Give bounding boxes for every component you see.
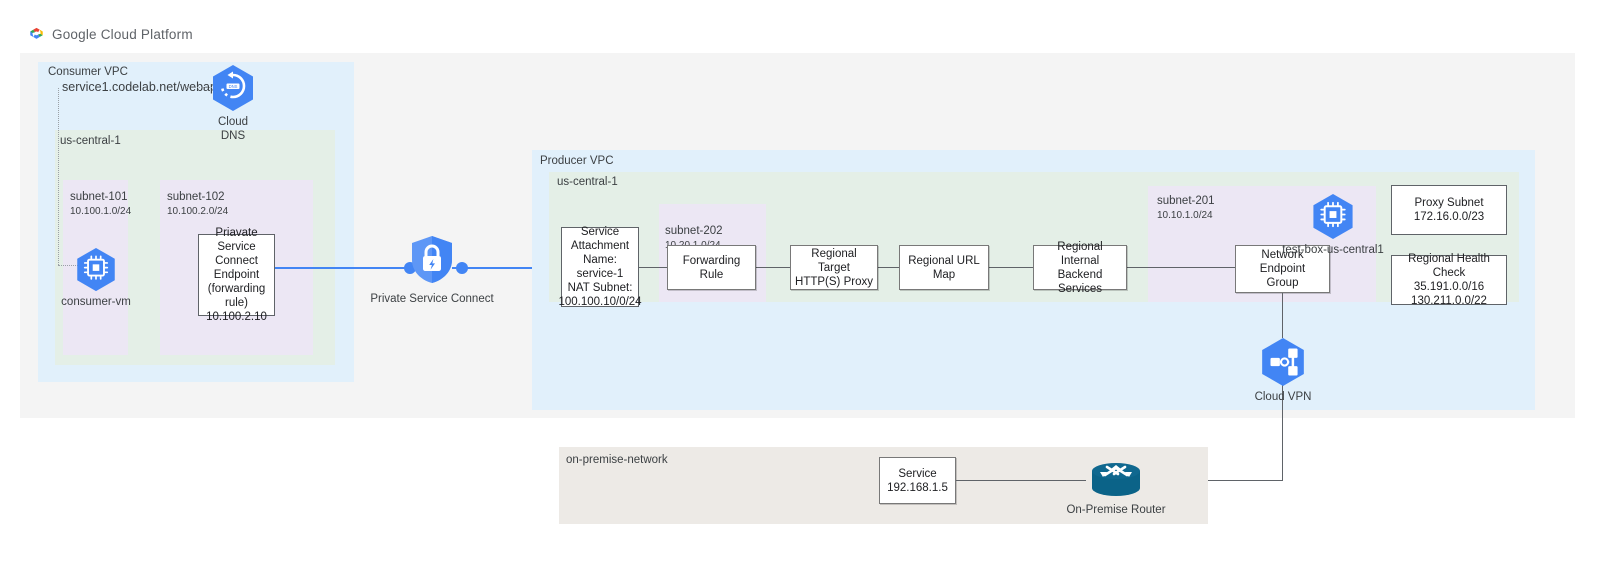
cloud-vpn-node[interactable]: Cloud VPN [1254, 337, 1312, 404]
neg-line1: Network Endpoint [1259, 249, 1306, 275]
subnet-102-label: subnet-102 10.100.2.0/24 [167, 190, 228, 219]
subnet-201-cidr: 10.10.1.0/24 [1157, 210, 1213, 221]
cloud-vpn-label: Cloud VPN [1254, 391, 1312, 403]
network-endpoint-group-box[interactable]: Network Endpoint Group [1235, 245, 1330, 293]
cloud-dns-label-line2: DNS [220, 130, 246, 142]
psc-endpoint-box[interactable]: Priavate Service Connect Endpoint (forwa… [198, 227, 275, 323]
brand-wordmark: Google Cloud Platform [52, 27, 193, 42]
on-premise-service-box[interactable]: Service 192.168.1.5 [879, 457, 956, 504]
consumer-vm-node[interactable]: consumer-vm [61, 247, 131, 309]
backend-services-line2: Backend Services [1057, 268, 1103, 295]
private-service-connect-label: Private Service Connect [370, 293, 494, 305]
dns-hostname-label: service1.codelab.net/webapp [62, 80, 224, 94]
psc-link-dot-right [456, 262, 468, 274]
subnet-101-cidr: 10.100.1.0/24 [70, 206, 132, 217]
producer-region-label: us-central-1 [557, 176, 618, 188]
brand-name-google: Google [52, 27, 97, 42]
proxy-subnet-line1: Proxy Subnet [1414, 197, 1484, 209]
subnet-201-name: subnet-201 [1157, 195, 1215, 207]
brand-name-rest: Cloud Platform [100, 27, 193, 42]
dns-dotted-link-to-vm [58, 265, 82, 266]
link-proxy-to-urlmap [877, 267, 900, 268]
health-check-line1: Regional Health Check [1408, 253, 1490, 279]
psc-endpoint-line1: Priavate Service [215, 227, 258, 253]
router-icon [1092, 463, 1140, 496]
test-box-vm-label: test-box-us-central1 [1282, 244, 1384, 256]
proxy-subnet-line2: 172.16.0.0/23 [1413, 211, 1485, 223]
forwarding-rule-box[interactable]: Forwarding Rule [667, 245, 756, 290]
cloud-dns-node[interactable]: DNS Cloud DNS [207, 64, 259, 143]
service-attachment-line4: NAT Subnet: [567, 282, 633, 294]
service-attachment-line5: 100.100.10/0/24 [558, 296, 642, 308]
cloud-dns-label: Cloud DNS [218, 115, 248, 143]
dns-dotted-link-top [186, 87, 218, 88]
psc-link-left [275, 267, 410, 269]
compute-engine-vm-icon [1313, 193, 1353, 240]
onprem-service-line2: 192.168.1.5 [887, 481, 948, 494]
on-premise-network-label: on-premise-network [566, 454, 668, 466]
health-check-line3: 130.211.0.0/22 [1411, 295, 1487, 307]
neg-line2: Group [1266, 277, 1299, 289]
psc-endpoint-line4: 10.100.2.10 [206, 311, 267, 323]
subnet-201-label: subnet-201 10.10.1.0/24 [1157, 194, 1215, 223]
service-attachment-box[interactable]: Service Attachment Name: service-1 NAT S… [558, 226, 642, 308]
proxy-subnet-box[interactable]: Proxy Subnet 172.16.0.0/23 [1391, 185, 1507, 235]
health-check-line2: 35.191.0.0/16 [1413, 281, 1485, 293]
consumer-region-label: us-central-1 [60, 135, 121, 147]
compute-engine-vm-icon [77, 247, 115, 292]
regional-url-map-box[interactable]: Regional URL Map [899, 245, 989, 290]
subnet-101-label: subnet-101 10.100.1.0/24 [70, 190, 131, 219]
link-neg-to-vpn [1282, 293, 1283, 338]
producer-vpc-label: Producer VPC [540, 155, 614, 167]
regional-backend-services-box[interactable]: Regional Internal Backend Services [1033, 241, 1127, 295]
psc-link-right [452, 267, 562, 269]
link-vpn-to-router [1282, 385, 1283, 480]
private-service-connect-node[interactable]: Private Service Connect [370, 234, 494, 306]
psc-endpoint-line3: (forwarding rule) [207, 283, 266, 309]
psc-endpoint-line2: Connect Endpoint [213, 255, 260, 281]
backend-services-line1: Regional Internal [1057, 240, 1103, 267]
onprem-service-line1: Service [898, 467, 937, 480]
private-service-connect-icon [412, 236, 452, 283]
link-fr-to-proxy [756, 267, 791, 268]
subnet-101-name: subnet-101 [70, 191, 128, 203]
consumer-vpc-label: Consumer VPC [48, 66, 128, 78]
target-proxy-line1: Regional Target [811, 247, 857, 274]
link-service-to-router [956, 480, 1086, 481]
subnet-202-name: subnet-202 [665, 225, 723, 237]
regional-health-check-box[interactable]: Regional Health Check 35.191.0.0/16 130.… [1391, 253, 1507, 307]
cloud-vpn-icon [1262, 338, 1304, 386]
subnet-102-cidr: 10.100.2.0/24 [167, 206, 229, 217]
target-proxy-line2: HTTP(S) Proxy [795, 275, 873, 288]
service-attachment-line1: Service [580, 226, 620, 238]
cloud-dns-label-line1: Cloud [217, 116, 249, 128]
link-urlmap-to-backend [989, 267, 1033, 268]
google-cloud-platform-logo: Google Cloud Platform [28, 26, 193, 43]
link-sa-to-fr [639, 267, 668, 268]
service-attachment-line2: Attachment [570, 240, 630, 252]
dns-dotted-link-vertical [58, 88, 59, 265]
link-router-to-vpn-horizontal [1150, 480, 1283, 481]
subnet-102-name: subnet-102 [167, 191, 225, 203]
on-premise-router-node[interactable]: On-Premise Router [1066, 458, 1166, 517]
test-box-vm-node[interactable]: test-box-us-central1 [1282, 193, 1384, 257]
regional-target-proxy-box[interactable]: Regional Target HTTP(S) Proxy [790, 245, 878, 290]
cloud-dns-icon: DNS [213, 65, 253, 111]
consumer-vm-label: consumer-vm [61, 296, 131, 308]
link-backend-to-neg [1126, 267, 1236, 268]
on-premise-router-label: On-Premise Router [1066, 504, 1166, 516]
google-cloud-logo-icon [30, 27, 43, 39]
svg-text:DNS: DNS [229, 84, 238, 89]
service-attachment-line3: Name: service-1 [576, 254, 624, 280]
